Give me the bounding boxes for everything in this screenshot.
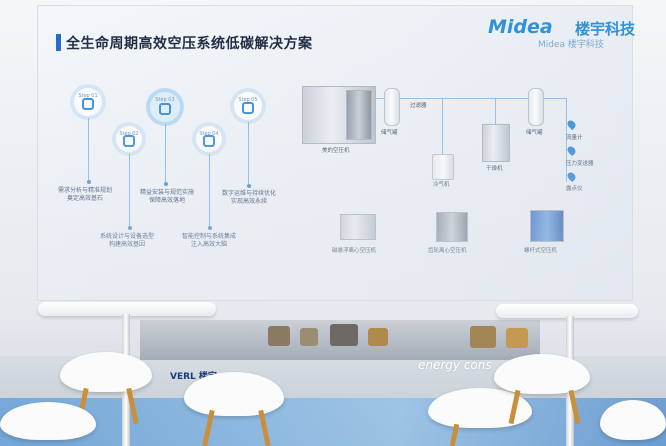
chair-6 xyxy=(600,400,666,440)
display-product-1 xyxy=(268,326,290,346)
midea-logo: Midea xyxy=(488,16,553,38)
board-title: 全生命周期高效空压系统低碳解决方案 xyxy=(66,36,313,52)
dryer-image xyxy=(482,124,510,162)
step-5-dot xyxy=(247,184,251,188)
pipe-main-horizontal xyxy=(376,98,546,99)
gear-icon xyxy=(123,135,135,147)
step-2-desc-line-1: 系统设计与设备选型 xyxy=(100,233,155,240)
step-3-label: Step 03 xyxy=(155,97,175,103)
logo-subtext: Midea 楼宇科技 xyxy=(538,40,604,50)
step-4-description: 智能控制与系统集成 注入高效大脑 xyxy=(182,233,236,249)
step-1-circle: Step 01 xyxy=(74,88,102,116)
step-5-description: 数字运维与持续优化 实现高效永续 xyxy=(222,190,276,206)
main-compressor-label: 美的空压机 xyxy=(322,148,350,154)
step-3-circle: Step 03 xyxy=(150,92,180,122)
air-tank-1-label: 储气罐 xyxy=(381,130,398,136)
dryer-label: 干燥机 xyxy=(486,166,503,172)
pipe-drop-1 xyxy=(442,98,443,154)
step-3-desc-line-2: 保障高效落地 xyxy=(149,197,186,204)
step-2-label: Step 02 xyxy=(119,131,139,137)
step-4-desc-line-1: 智能控制与系统集成 xyxy=(182,233,237,240)
product-gear-image xyxy=(436,212,468,242)
title-accent-bar xyxy=(56,34,61,51)
step-5-desc-line-2: 实现高效永续 xyxy=(231,198,268,205)
chair-3 xyxy=(0,402,96,440)
pressure-transmitter-label: 压力变送器 xyxy=(566,161,594,167)
step-2-circle: Step 02 xyxy=(116,126,142,152)
main-compressor-panel xyxy=(346,90,372,140)
pipe-drop-2 xyxy=(495,98,496,126)
flow-meter-label: 流量计 xyxy=(566,135,583,141)
brand-sign: VERL 楼宇 xyxy=(170,372,217,382)
chart-icon xyxy=(242,102,254,114)
step-1-description: 需求分析与精准规划 奠定高效基石 xyxy=(58,187,112,203)
blue-floor-panel xyxy=(0,398,666,446)
product-maglev-label: 磁悬浮离心空压机 xyxy=(332,248,377,254)
step-4-circle: Step 04 xyxy=(196,126,222,152)
chair-2 xyxy=(184,372,284,416)
air-tank-1-image xyxy=(384,88,400,126)
step-2-description: 系统设计与设备选型 构建高效基因 xyxy=(100,233,154,249)
step-1-connector xyxy=(88,118,89,180)
display-product-5 xyxy=(470,326,496,348)
step-1-label: Step 01 xyxy=(78,93,98,99)
dew-point-meter-label: 露点仪 xyxy=(566,186,583,192)
display-board xyxy=(38,6,632,300)
display-product-2 xyxy=(300,328,318,346)
product-maglev-image xyxy=(340,214,376,240)
step-1-desc-line-2: 奠定高效基石 xyxy=(67,195,104,202)
product-gear-label: 齿轮离心空压机 xyxy=(428,248,467,254)
logo-chinese-text: 楼宇科技 xyxy=(575,20,636,38)
step-2-dot xyxy=(128,226,132,230)
step-5-label: Step 05 xyxy=(238,97,258,103)
product-screw-image xyxy=(530,210,564,242)
chiller-image xyxy=(432,154,454,180)
step-4-label: Step 04 xyxy=(199,131,219,137)
step-4-desc-line-2: 注入高效大脑 xyxy=(191,241,228,248)
chair-1 xyxy=(60,352,152,392)
step-5-circle: Step 05 xyxy=(234,92,262,120)
tool-icon xyxy=(159,103,171,115)
step-2-connector xyxy=(129,154,130,226)
air-tank-2-label: 储气罐 xyxy=(526,130,543,136)
step-3-dot xyxy=(164,182,168,186)
filter-label: 过滤器 xyxy=(410,103,427,109)
product-screw-label: 螺杆式空压机 xyxy=(524,248,558,254)
step-5-connector xyxy=(248,122,249,184)
step-1-desc-line-1: 需求分析与精准规划 xyxy=(58,187,113,194)
chair-5 xyxy=(494,354,590,394)
pipe-right xyxy=(546,98,566,99)
document-icon xyxy=(82,98,94,110)
table-right-top xyxy=(496,304,638,318)
step-3-description: 精益安装与规范实施 保障高效落地 xyxy=(140,189,194,205)
step-4-connector xyxy=(209,154,210,226)
step-4-dot xyxy=(208,226,212,230)
step-3-connector xyxy=(165,124,166,182)
display-product-4 xyxy=(368,328,388,346)
pipe-meters xyxy=(566,98,567,182)
table-left-top xyxy=(38,302,216,316)
step-3-desc-line-1: 精益安装与规范实施 xyxy=(140,189,195,196)
step-2-desc-line-2: 构建高效基因 xyxy=(109,241,146,248)
air-tank-2-image xyxy=(528,88,544,126)
display-product-3 xyxy=(330,324,358,346)
step-1-dot xyxy=(87,180,91,184)
chiller-label: 冷气机 xyxy=(433,182,450,188)
display-product-6 xyxy=(506,328,528,348)
step-5-desc-line-1: 数字运维与持续优化 xyxy=(222,190,277,197)
energy-wall-text: energy cons xyxy=(418,358,492,372)
chip-icon xyxy=(203,135,215,147)
